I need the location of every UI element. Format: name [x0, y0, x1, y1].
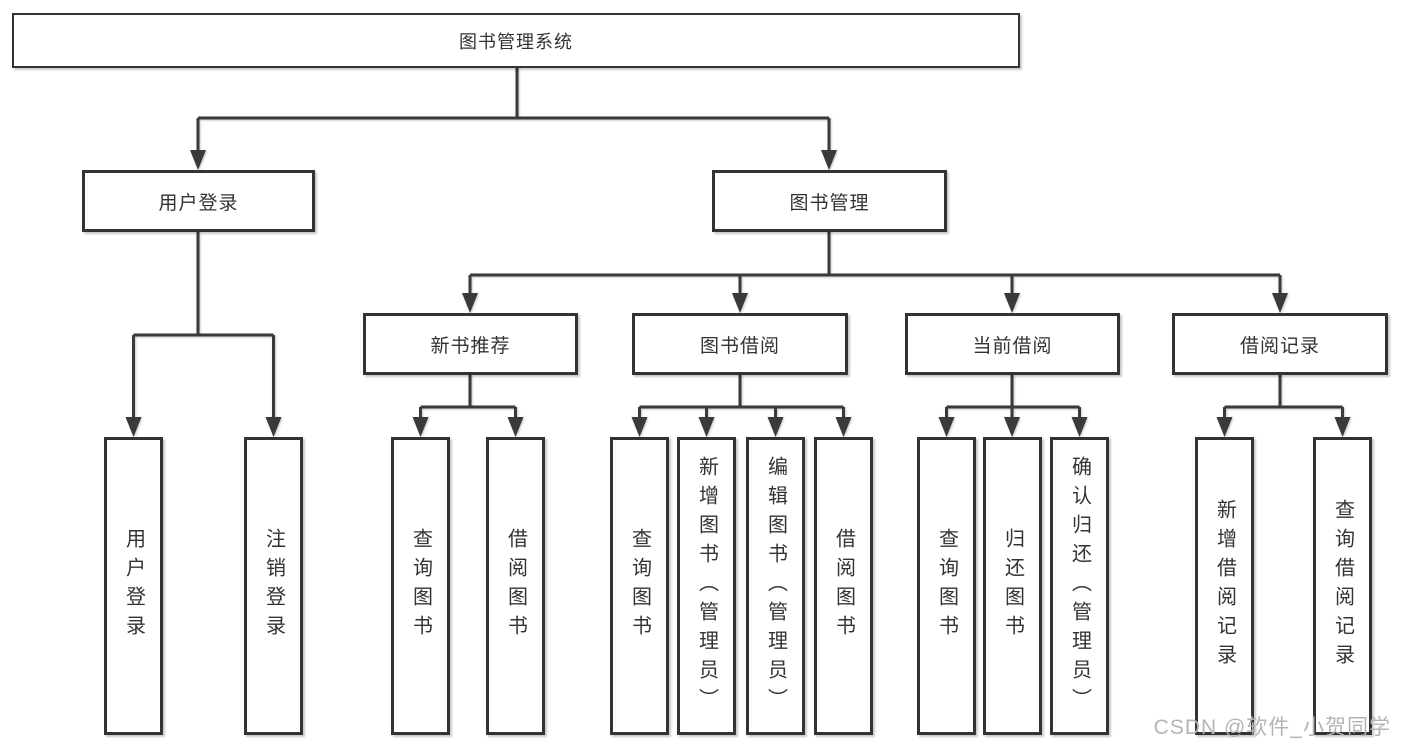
- leaf-query-books-recommend-label: 查询图书: [409, 528, 432, 644]
- leaf-borrow-books-recommend: 借阅图书: [486, 437, 545, 735]
- node-book-borrow: 图书借阅: [632, 313, 848, 375]
- leaf-query-books-current: 查询图书: [917, 437, 976, 735]
- leaf-add-books-admin-label: 新增图书（管理员）: [695, 455, 718, 717]
- leaf-logout-label: 注销登录: [262, 528, 285, 644]
- connector-borrow-record-children: [1216, 375, 1351, 437]
- leaf-user-login-label: 用户登录: [122, 528, 145, 644]
- leaf-edit-books-admin-label: 编辑图书（管理员）: [764, 455, 787, 717]
- connector-book-management-children: [462, 232, 1288, 313]
- leaf-return-books-label: 归还图书: [1001, 528, 1024, 644]
- node-current-borrow: 当前借阅: [905, 313, 1120, 375]
- csdn-watermark: CSDN @软件_小贺同学: [1153, 716, 1391, 739]
- node-borrow-records: 借阅记录: [1172, 313, 1388, 375]
- node-new-book-recommend: 新书推荐: [363, 313, 578, 375]
- leaf-confirm-return-admin: 确认归还（管理员）: [1050, 437, 1109, 735]
- node-user-login: 用户登录: [82, 170, 315, 232]
- connector-book-borrow-children: [631, 375, 852, 437]
- leaf-confirm-return-admin-label: 确认归还（管理员）: [1068, 455, 1091, 717]
- leaf-logout: 注销登录: [244, 437, 303, 735]
- leaf-query-books-recommend: 查询图书: [391, 437, 450, 735]
- leaf-add-borrow-record-label: 新增借阅记录: [1213, 499, 1236, 673]
- leaf-query-borrow-record-label: 查询借阅记录: [1331, 499, 1354, 673]
- leaf-borrow-books: 借阅图书: [814, 437, 873, 735]
- leaf-query-borrow-record: 查询借阅记录: [1313, 437, 1372, 735]
- leaf-return-books: 归还图书: [983, 437, 1042, 735]
- leaf-borrow-books-label: 借阅图书: [832, 528, 855, 644]
- connector-new-book-children: [412, 375, 524, 437]
- node-book-management: 图书管理: [712, 170, 947, 232]
- connector-root-to-level2: [190, 68, 837, 170]
- leaf-query-books-borrow-label: 查询图书: [628, 528, 651, 644]
- leaf-add-borrow-record: 新增借阅记录: [1195, 437, 1254, 735]
- node-root: 图书管理系统: [12, 13, 1020, 68]
- leaf-borrow-books-recommend-label: 借阅图书: [504, 528, 527, 644]
- leaf-query-books-current-label: 查询图书: [935, 528, 958, 644]
- leaf-add-books-admin: 新增图书（管理员）: [677, 437, 736, 735]
- connector-current-borrow-children: [938, 375, 1088, 437]
- leaf-query-books-borrow: 查询图书: [610, 437, 669, 735]
- leaf-user-login: 用户登录: [104, 437, 163, 735]
- connector-user-login-children: [125, 232, 282, 437]
- leaf-edit-books-admin: 编辑图书（管理员）: [746, 437, 805, 735]
